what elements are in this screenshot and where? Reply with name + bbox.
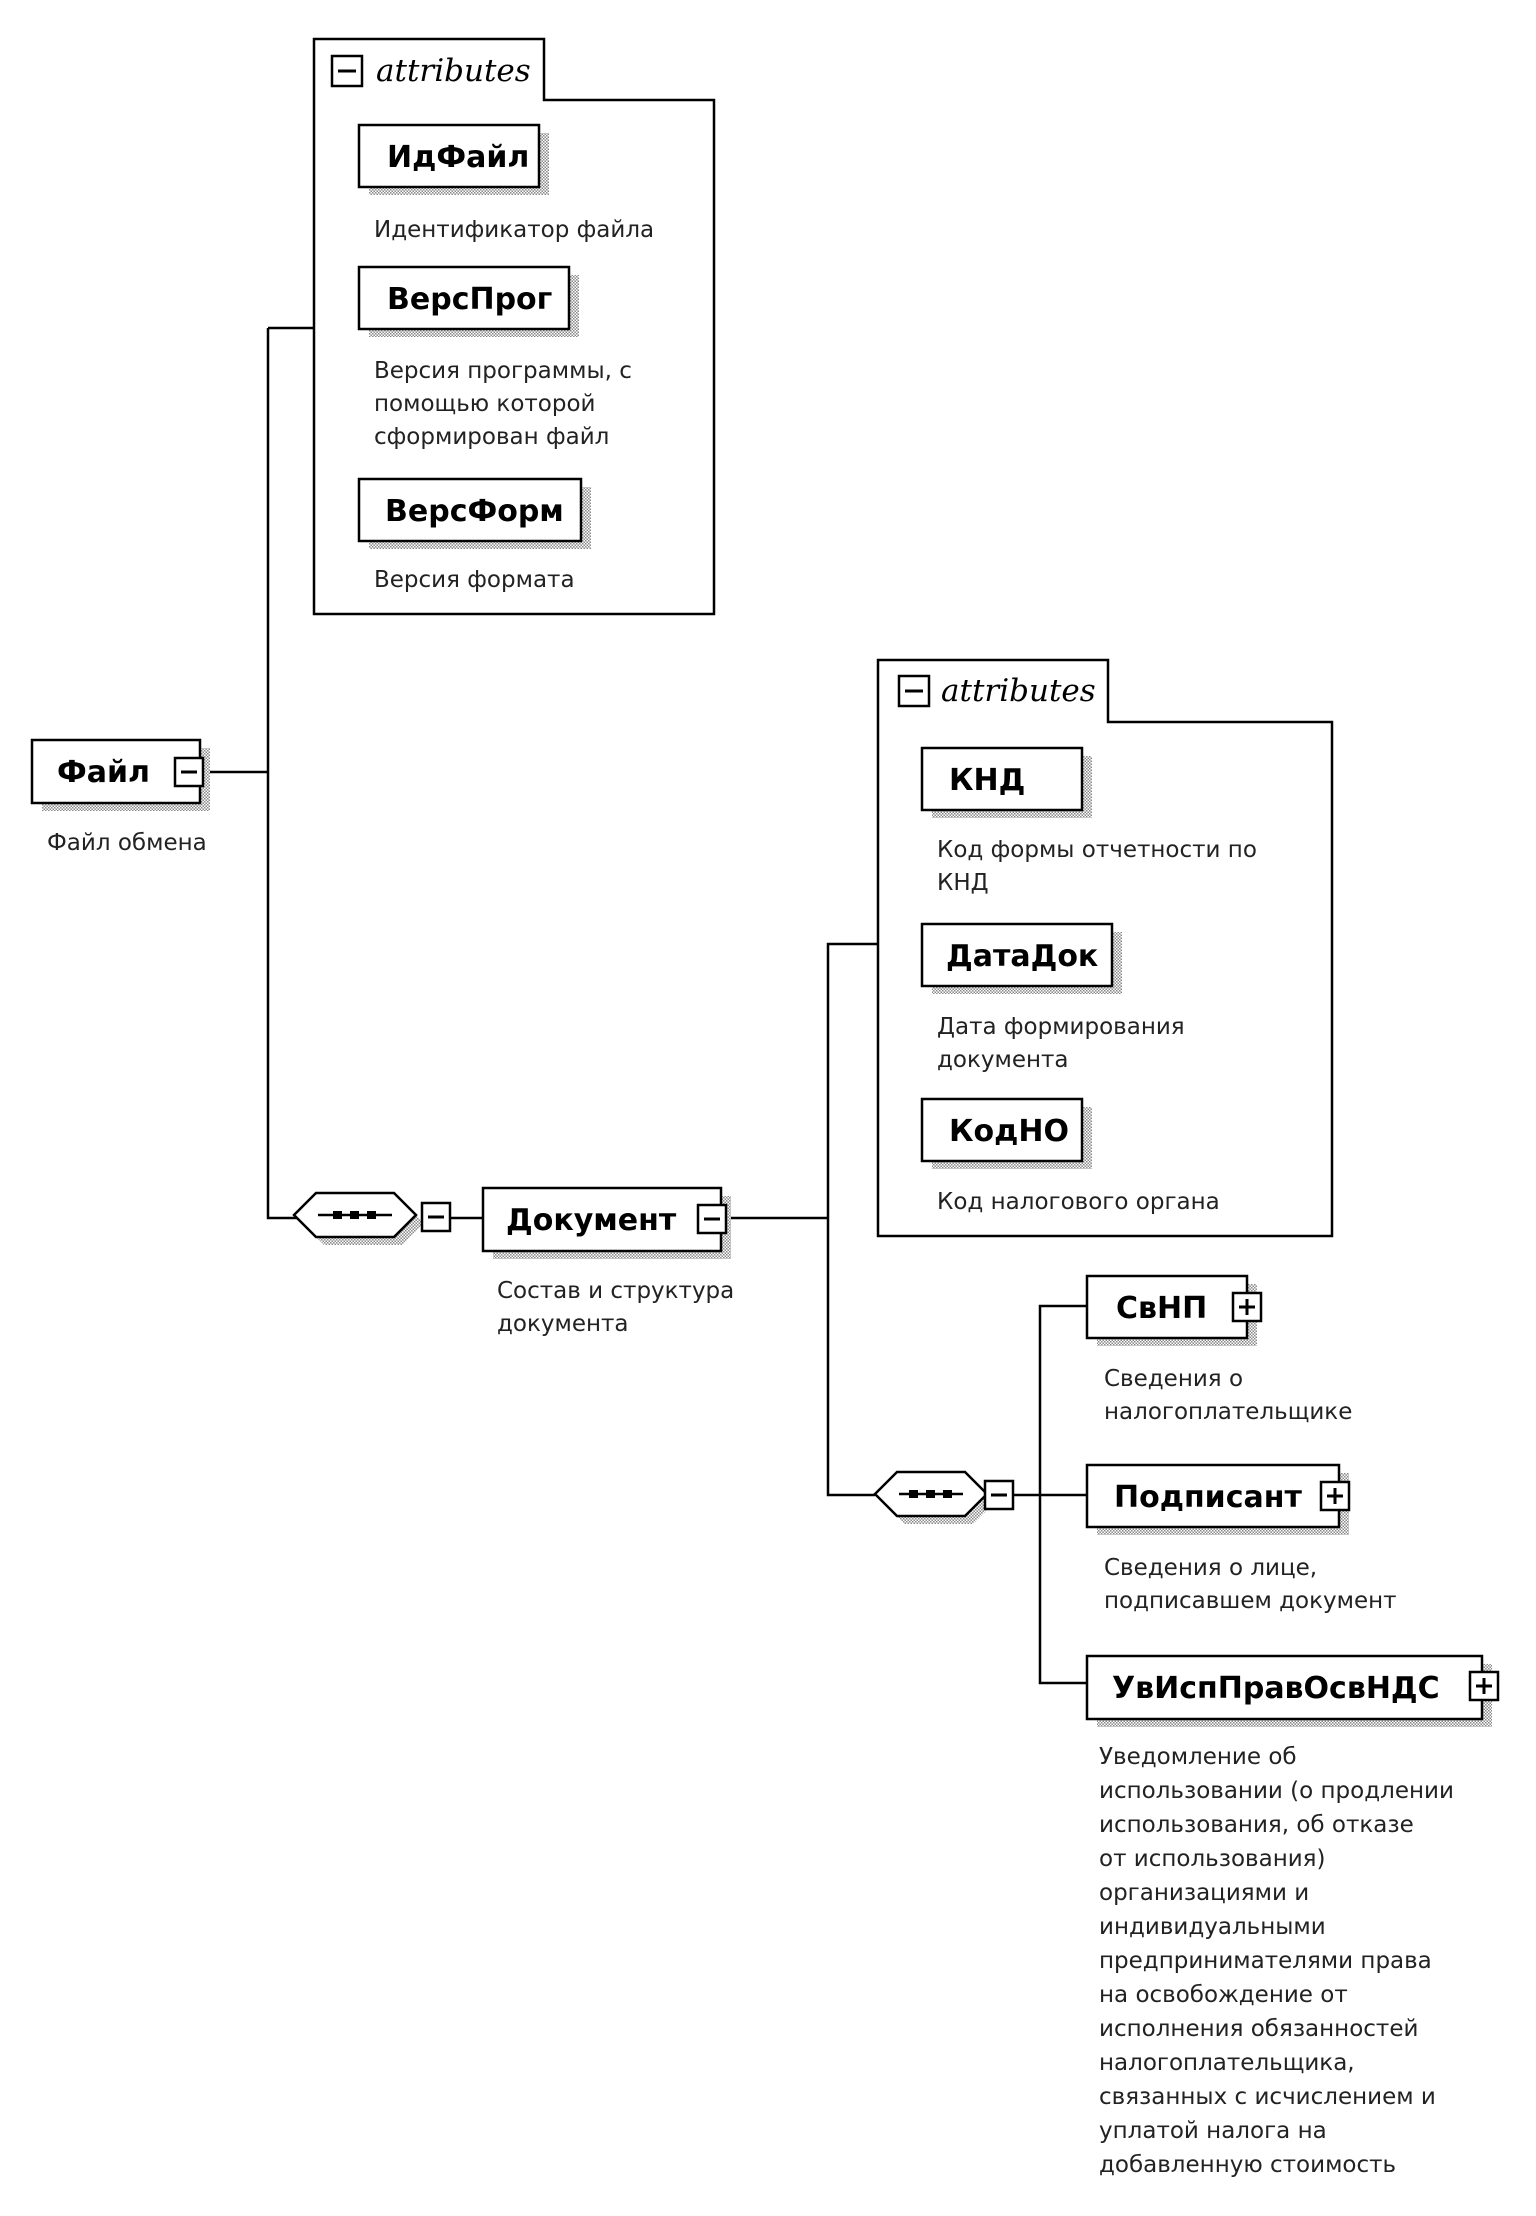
connector-document-branches xyxy=(826,942,878,1497)
attribute-name: КодНО xyxy=(949,1114,1069,1149)
attribute-description: КНД xyxy=(937,870,989,896)
expand-icon[interactable] xyxy=(1319,1480,1351,1512)
element-description: добавленную стоимость xyxy=(1099,2152,1396,2178)
attribute-versprog[interactable]: ВерсПрог xyxy=(357,265,579,337)
element-description-block: Уведомление об использовании (о продлени… xyxy=(1099,1744,1454,2178)
attribute-name: КНД xyxy=(949,763,1025,798)
element-uvisppravosvnds[interactable]: УвИспПравОсвНДС xyxy=(1085,1654,1500,1727)
attribute-knd[interactable]: КНД xyxy=(920,746,1092,818)
attribute-description: Версия формата xyxy=(374,567,575,593)
element-description: подписавшем документ xyxy=(1104,1588,1397,1614)
element-name: Подписант xyxy=(1114,1480,1302,1515)
element-description: документа xyxy=(497,1311,629,1337)
element-description: от использования) xyxy=(1099,1846,1326,1872)
attributes-label: attributes xyxy=(941,673,1096,709)
document-attributes-panel: attributes КНД Код формы отчетности по К… xyxy=(876,658,1334,1238)
element-name: Файл xyxy=(57,755,150,790)
connector-root-branches xyxy=(266,328,312,1220)
element-description: уплатой налога на xyxy=(1099,2118,1327,2144)
element-description: Сведения о xyxy=(1104,1366,1243,1392)
element-name: УвИспПравОсвНДС xyxy=(1112,1671,1440,1706)
attribute-versform[interactable]: ВерсФорм xyxy=(357,477,591,549)
attribute-description: Идентификатор файла xyxy=(374,217,654,243)
element-name: Документ xyxy=(506,1203,677,1238)
file-attributes-panel: attributes ИдФайл Идентификатор файла Ве… xyxy=(312,37,716,616)
element-description: налогоплательщике xyxy=(1104,1399,1352,1425)
attribute-description: Код формы отчетности по xyxy=(937,837,1257,863)
element-description: использовании (о продлении xyxy=(1099,1778,1454,1804)
attribute-name: ДатаДок xyxy=(946,939,1098,974)
attribute-description: Версия программы, с xyxy=(374,358,632,384)
attribute-kodno[interactable]: КодНО xyxy=(920,1097,1092,1169)
attribute-name: ВерсПрог xyxy=(387,282,552,317)
expand-icon[interactable] xyxy=(1468,1670,1500,1702)
element-description: индивидуальными xyxy=(1099,1914,1326,1940)
attribute-description: сформирован файл xyxy=(374,424,609,450)
element-description: использования, об отказе xyxy=(1099,1812,1414,1838)
collapse-icon[interactable] xyxy=(420,1201,452,1233)
sequence-compositor[interactable] xyxy=(292,1191,452,1245)
element-description: предпринимателями права xyxy=(1099,1948,1432,1974)
attribute-description: помощью которой xyxy=(374,391,595,417)
expand-icon[interactable] xyxy=(1231,1291,1263,1323)
sequence-compositor[interactable] xyxy=(873,1470,1015,1524)
attribute-description: Дата формирования xyxy=(937,1014,1185,1040)
element-description: Сведения о лице, xyxy=(1104,1555,1317,1581)
element-description: исполнения обязанностей xyxy=(1099,2016,1418,2042)
attribute-name: ИдФайл xyxy=(387,140,529,175)
attribute-description: документа xyxy=(937,1047,1069,1073)
element-podpisant[interactable]: Подписант xyxy=(1085,1463,1351,1535)
element-description: на освобождение от xyxy=(1099,1982,1348,2008)
element-description: организациями и xyxy=(1099,1880,1309,1906)
attribute-datadok[interactable]: ДатаДок xyxy=(920,922,1122,994)
element-description: Состав и структура xyxy=(497,1278,734,1304)
attribute-description: Код налогового органа xyxy=(937,1189,1220,1215)
element-name: СвНП xyxy=(1116,1291,1207,1326)
element-svnp[interactable]: СвНП xyxy=(1085,1274,1263,1346)
element-description: Уведомление об xyxy=(1099,1744,1297,1770)
attributes-label: attributes xyxy=(376,53,531,89)
element-document[interactable]: Документ xyxy=(481,1186,731,1259)
element-description: связанных с исчислением и xyxy=(1099,2084,1436,2110)
element-description: налогоплательщика, xyxy=(1099,2050,1355,2076)
attribute-name: ВерсФорм xyxy=(385,494,564,529)
attribute-idfile[interactable]: ИдФайл xyxy=(357,123,549,195)
root-element-file[interactable]: Файл xyxy=(30,738,210,811)
element-description: Файл обмена xyxy=(47,830,207,856)
